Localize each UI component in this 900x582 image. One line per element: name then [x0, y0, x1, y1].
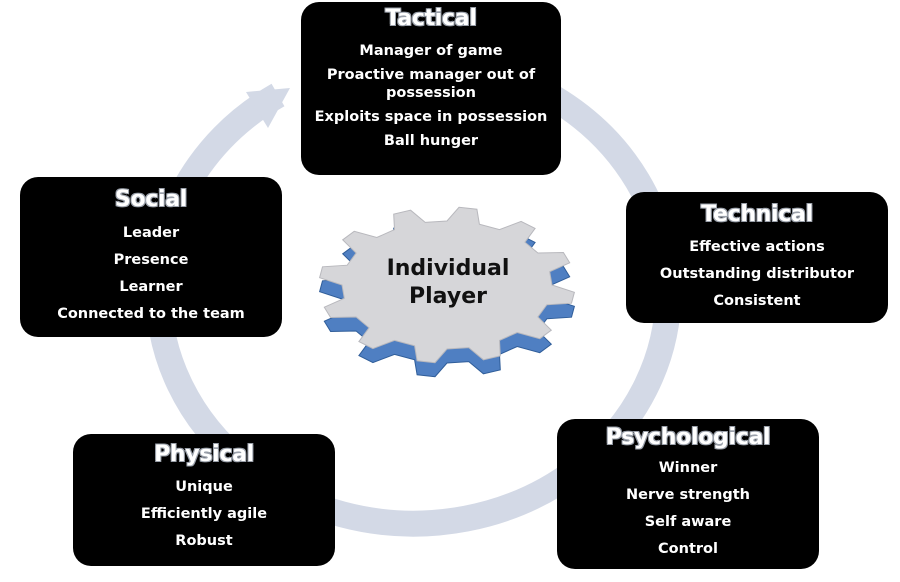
tactical-title: Tactical — [385, 6, 477, 31]
technical-item: Consistent — [713, 293, 801, 309]
physical-title: Physical — [154, 442, 254, 467]
psychological-item: Winner — [658, 460, 718, 476]
social-item: Leader — [122, 225, 180, 241]
psychological-box: Psychological Winner Nerve strength Self… — [557, 419, 819, 569]
physical-item: Efficiently agile — [140, 506, 268, 522]
tactical-item: Exploits space in possession — [314, 109, 548, 125]
center-label-line1: Individual — [386, 256, 510, 281]
center-label: Individual Player — [360, 255, 536, 311]
tactical-item: Manager of game — [359, 43, 503, 59]
social-item: Learner — [119, 279, 183, 295]
center-label-line2: Player — [409, 284, 487, 309]
tactical-box: Tactical Manager of game Proactive manag… — [301, 2, 561, 175]
social-title: Social — [114, 187, 188, 212]
social-box: Social Leader Presence Learner Connected… — [20, 177, 282, 337]
technical-box: Technical Effective actions Outstanding … — [626, 192, 888, 323]
psychological-item: Self aware — [644, 514, 732, 530]
physical-item: Unique — [175, 479, 233, 495]
social-item: Presence — [113, 252, 189, 268]
physical-box: Physical Unique Efficiently agile Robust — [73, 434, 335, 566]
physical-item: Robust — [175, 533, 233, 549]
psychological-item: Control — [658, 541, 718, 557]
tactical-item: Ball hunger — [383, 133, 479, 149]
technical-item: Outstanding distributor — [659, 266, 855, 282]
technical-title: Technical — [701, 202, 813, 227]
psychological-title: Psychological — [605, 425, 771, 450]
tactical-item: Proactive manager out of possession — [326, 67, 536, 101]
gear-face — [318, 206, 576, 364]
social-item: Connected to the team — [57, 306, 245, 322]
psychological-item: Nerve strength — [626, 487, 750, 503]
cycle-arrowhead-icon — [246, 88, 290, 128]
technical-item: Effective actions — [689, 239, 825, 255]
gear-icon — [318, 206, 576, 378]
